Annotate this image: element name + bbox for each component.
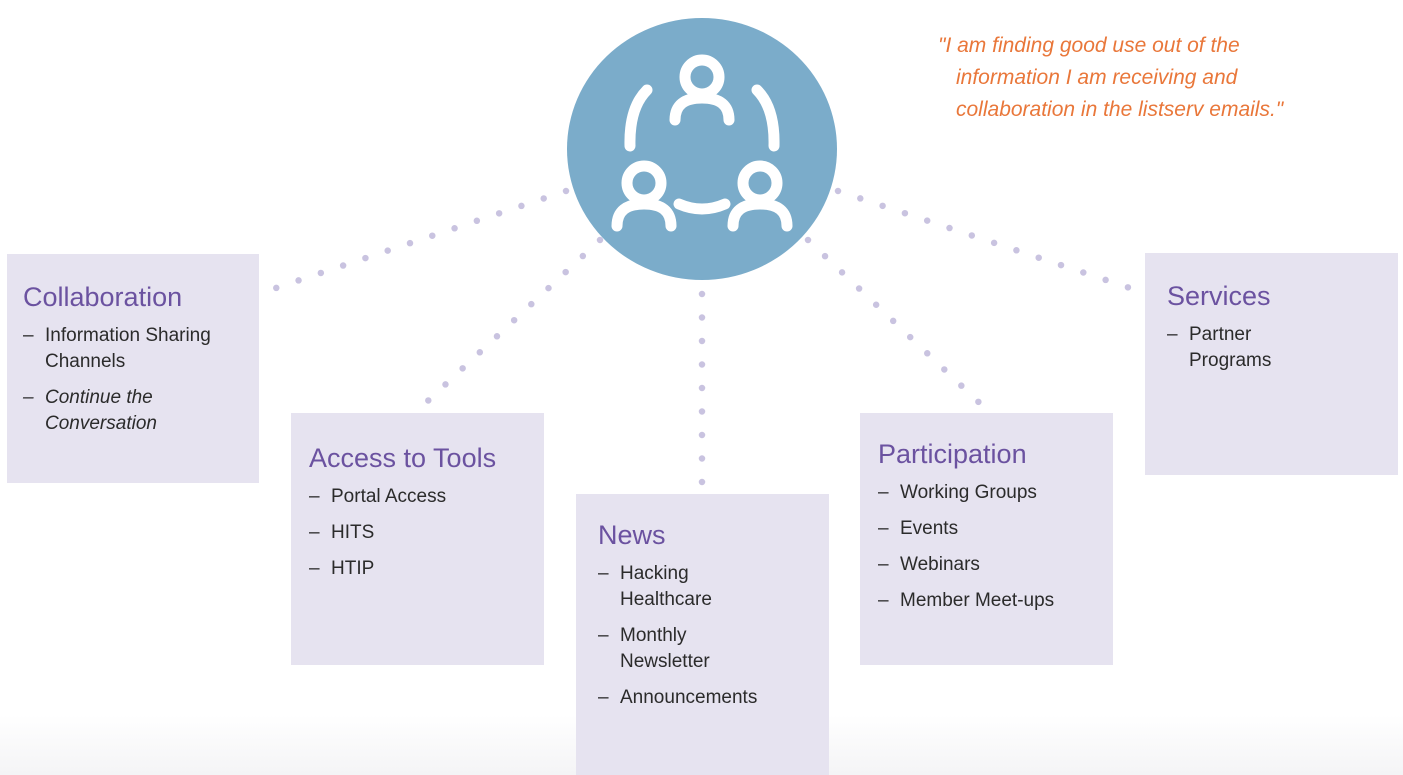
bullet-dash: – [598,687,609,708]
list-item: – Events [878,516,1113,542]
list-item: – Webinars [878,552,1113,578]
collaboration-box: Collaboration – Information Sharing Chan… [7,254,259,483]
list-item: – Information Sharing Channels [23,323,250,375]
list-item: – Working Groups [878,480,1113,506]
list-item: – HITS [309,520,544,546]
news-list: – Hacking Healthcare – Monthly Newslette… [598,561,829,711]
list-item-text: HITS [331,522,375,543]
services-box: Services – Partner Programs [1145,253,1398,475]
bullet-dash: – [878,554,889,575]
list-item: – Partner Programs [1167,322,1299,374]
list-item-text: Information Sharing Channels [45,325,211,372]
bullet-dash: – [878,590,889,611]
participation-box: Participation – Working Groups – Events … [860,413,1113,665]
bullet-dash: – [1167,324,1178,345]
access-to-tools-title: Access to Tools [309,443,497,473]
participation-title: Participation [878,439,1027,469]
bullet-dash: – [878,482,889,503]
participation-list: – Working Groups – Events – Webinars – M… [878,480,1113,614]
news-title: News [598,520,666,550]
services-list: – Partner Programs [1167,322,1398,374]
quote-line-3: collaboration in the listserv emails." [956,98,1284,121]
list-item-text: Webinars [900,554,980,575]
bullet-dash: – [23,387,34,408]
bullet-dash: – [309,486,320,507]
list-item: – Continue the Conversation [23,385,235,437]
list-item-text: Partner Programs [1189,324,1272,371]
list-item: – Member Meet-ups [878,588,1113,614]
list-item-text: Hacking Healthcare [620,563,712,610]
list-item: – Portal Access [309,484,544,510]
connector-access [413,236,604,415]
list-item-text: Continue the Conversation [45,387,157,434]
bullet-dash: – [309,558,320,579]
list-item-text: Member Meet-ups [900,590,1055,611]
list-item-text: HTIP [331,558,375,579]
list-item-text: Monthly Newsletter [620,625,710,672]
quote-line-1: "I am finding good use out of the [938,34,1240,57]
bullet-dash: – [598,625,609,646]
connector-services [834,187,1152,298]
access-to-tools-box: Access to Tools – Portal Access – HITS –… [291,413,544,665]
collaboration-title: Collaboration [23,282,183,312]
list-item: – HTIP [309,556,544,582]
bullet-dash: – [23,325,34,346]
access-to-tools-list: – Portal Access – HITS – HTIP [309,484,544,582]
services-title: Services [1167,281,1271,311]
list-item: – Monthly Newsletter [598,623,760,675]
community-hub-circle [567,18,837,280]
quote-line-2: information I am receiving and [956,66,1238,89]
bullet-dash: – [878,518,889,539]
community-network-icon [611,54,793,232]
list-item-text: Events [900,518,959,539]
bullet-dash: – [309,522,320,543]
news-box: News – Hacking Healthcare – Monthly News… [576,494,829,775]
bullet-dash: – [598,563,609,584]
list-item: – Announcements [598,685,829,711]
collaboration-list: – Information Sharing Channels – Continu… [23,323,259,437]
list-item-text: Portal Access [331,486,447,507]
list-item-text: Announcements [620,687,758,708]
list-item: – Hacking Healthcare [598,561,760,613]
list-item-text: Working Groups [900,482,1037,503]
connector-collaboration [254,187,570,298]
testimonial-quote: "I am finding good use out of the inform… [938,30,1398,126]
